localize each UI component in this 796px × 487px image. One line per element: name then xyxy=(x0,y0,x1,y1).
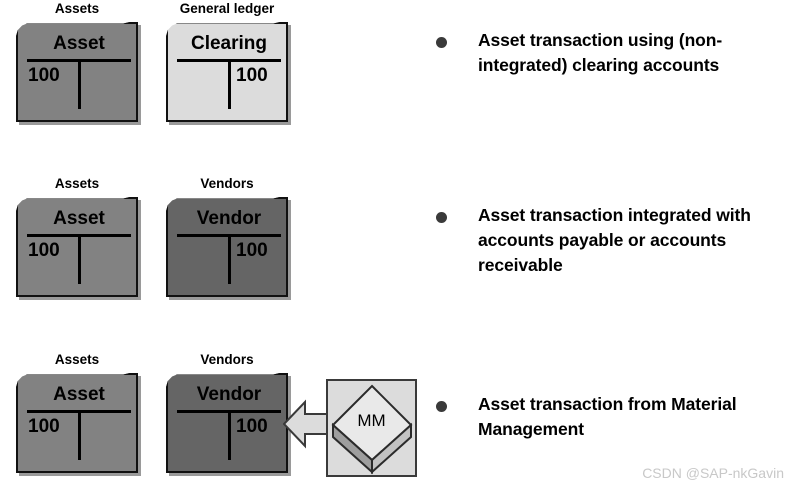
account-caption: Assets xyxy=(54,1,100,16)
t-account-box: Asset 100 xyxy=(16,197,141,300)
material-management-module: MM xyxy=(283,379,417,477)
account-group-assets: Assets Asset 100 xyxy=(16,351,141,476)
account-group-assets: Assets Asset 100 xyxy=(16,175,141,300)
credit-amount: 100 xyxy=(236,416,268,437)
bullet-text: Asset transaction from Material Manageme… xyxy=(478,394,737,439)
debit-amount: 100 xyxy=(28,240,60,261)
t-account-body: Vendor 100 xyxy=(166,373,288,473)
t-account-box: Asset 100 xyxy=(16,373,141,476)
credit-amount: 100 xyxy=(236,65,268,86)
t-account-box: Asset 100 xyxy=(16,22,141,125)
debit-amount: 100 xyxy=(28,416,60,437)
t-vertical-rule xyxy=(78,410,81,460)
account-name: Asset xyxy=(53,384,105,405)
account-name: Asset xyxy=(53,33,105,54)
debit-amount: 100 xyxy=(28,65,60,86)
t-vertical-rule xyxy=(78,59,81,109)
account-caption: General ledger xyxy=(179,1,275,16)
t-account-body: Asset 100 xyxy=(16,373,138,473)
account-caption: Vendors xyxy=(200,176,254,191)
account-caption: Assets xyxy=(54,176,100,191)
t-vertical-rule xyxy=(228,410,231,460)
account-name: Asset xyxy=(53,208,105,229)
t-vertical-rule xyxy=(78,234,81,284)
account-caption: Vendors xyxy=(200,352,254,367)
account-group-general-ledger: General ledger Clearing 100 xyxy=(166,0,291,125)
account-group-vendors: Vendors Vendor 100 xyxy=(166,175,291,300)
t-account-body: Asset 100 xyxy=(16,22,138,122)
bullet-text: Asset transaction using (non-integrated)… xyxy=(478,30,723,75)
account-name: Vendor xyxy=(196,384,262,405)
watermark: CSDN @SAP-nkGavin xyxy=(642,465,784,481)
bullet-text: Asset transaction integrated with accoun… xyxy=(478,205,751,275)
account-group-vendors: Vendors Vendor 100 xyxy=(166,351,291,476)
t-account-box: Vendor 100 xyxy=(166,197,291,300)
account-name: Clearing xyxy=(190,33,268,54)
bullet-dot-icon xyxy=(436,401,447,412)
account-name: Vendor xyxy=(196,208,262,229)
t-vertical-rule xyxy=(228,234,231,284)
account-group-assets: Assets Asset 100 xyxy=(16,0,141,125)
bullet-item: Asset transaction integrated with accoun… xyxy=(436,203,782,278)
bullet-dot-icon xyxy=(436,212,447,223)
t-vertical-rule xyxy=(228,59,231,109)
module-cube-icon xyxy=(331,384,413,475)
module-label: MM xyxy=(357,411,386,430)
t-account-body: Clearing 100 xyxy=(166,22,288,122)
t-account-box: Vendor 100 xyxy=(166,373,291,476)
bullet-dot-icon xyxy=(436,37,447,48)
bullet-item: Asset transaction using (non-integrated)… xyxy=(436,28,782,78)
account-caption: Assets xyxy=(54,352,100,367)
t-account-body: Asset 100 xyxy=(16,197,138,297)
bullet-item: Asset transaction from Material Manageme… xyxy=(436,392,782,442)
t-account-box: Clearing 100 xyxy=(166,22,291,125)
t-account-body: Vendor 100 xyxy=(166,197,288,297)
credit-amount: 100 xyxy=(236,240,268,261)
